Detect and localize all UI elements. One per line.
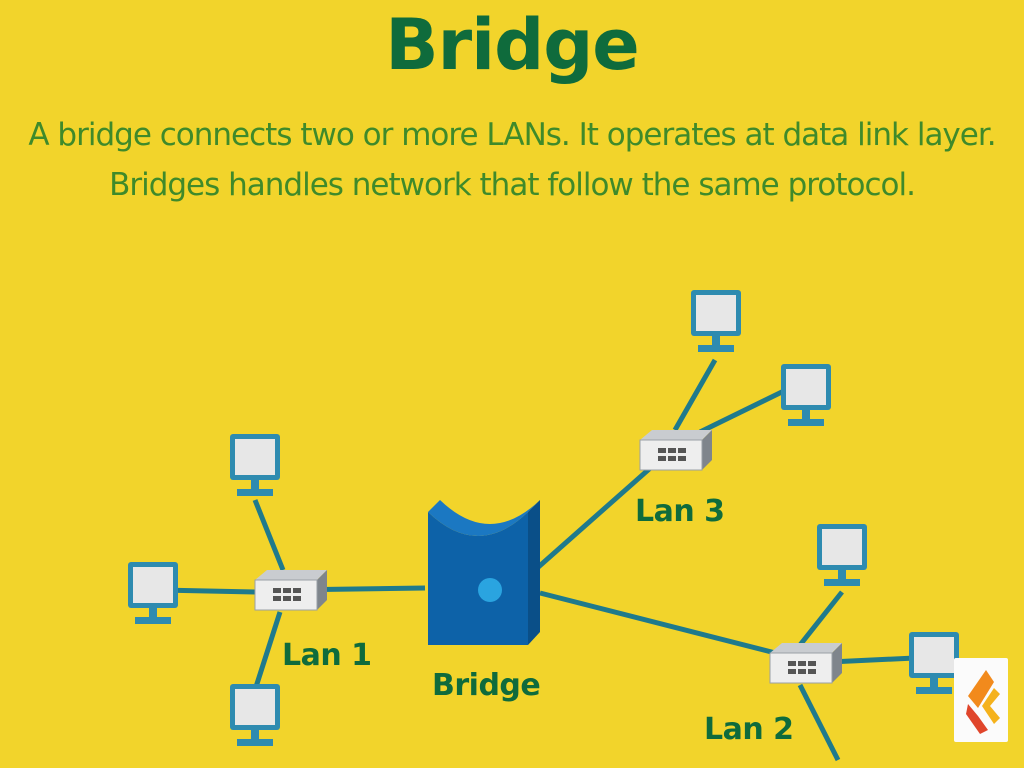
lan1-label: Lan 1: [282, 638, 372, 673]
lan1-switch-icon: [254, 569, 328, 611]
computer-icon: [691, 290, 741, 352]
computer-icon: [230, 684, 280, 746]
computer-icon: [230, 434, 280, 496]
bridge-device: [428, 500, 540, 645]
lan2-switch-icon: [769, 642, 843, 684]
description: A bridge connects two or more LANs. It o…: [0, 110, 1024, 210]
page-title: Bridge: [385, 4, 640, 86]
bridge-label: Bridge: [432, 668, 541, 703]
computer-icon: [781, 364, 831, 426]
description-line-2: Bridges handles network that follow the …: [109, 167, 916, 203]
brand-logo: [954, 658, 1008, 742]
computer-icon: [817, 524, 867, 586]
logo-icon: [966, 670, 1000, 734]
computer-icon: [128, 562, 178, 624]
lan3-switch-icon: [639, 429, 713, 471]
lan2-label: Lan 2: [704, 712, 794, 747]
description-line-1: A bridge connects two or more LANs. It o…: [28, 117, 996, 153]
computer-icon: [909, 632, 959, 694]
connection-lines: [159, 358, 916, 762]
lan3-label: Lan 3: [635, 494, 725, 529]
